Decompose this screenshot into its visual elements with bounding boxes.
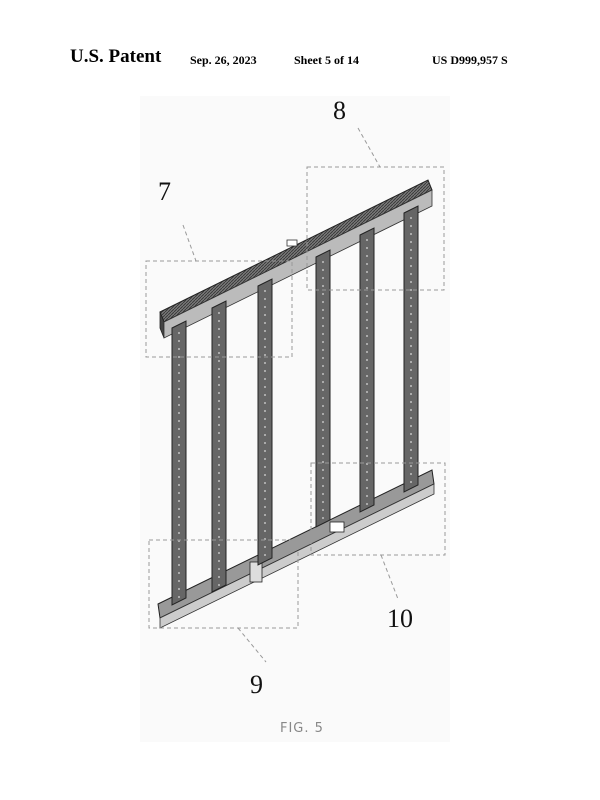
detail-boxes bbox=[145, 166, 446, 629]
detail-box-10 bbox=[310, 462, 446, 556]
patent-date: Sep. 26, 2023 bbox=[190, 53, 257, 67]
detail-box-7 bbox=[145, 260, 293, 358]
light-bar-6 bbox=[403, 205, 419, 493]
light-bar-3 bbox=[257, 278, 273, 566]
top-bar bbox=[159, 179, 433, 339]
light-bar-2 bbox=[211, 300, 227, 593]
reference-numeral-7: 7 bbox=[158, 177, 171, 206]
fig5-drawing bbox=[140, 96, 450, 742]
reference-numeral-10: 10 bbox=[387, 604, 413, 633]
light-bar-4 bbox=[315, 249, 331, 528]
patent-number: US D999,957 S bbox=[432, 53, 508, 67]
sheet-number: Sheet 5 of 14 bbox=[294, 53, 359, 67]
light-bar-5 bbox=[359, 227, 375, 513]
figure-label: FIG. 5 bbox=[280, 721, 324, 736]
patent-label: U.S. Patent bbox=[70, 46, 162, 67]
detail-box-9 bbox=[148, 539, 299, 629]
detail-box-8 bbox=[306, 166, 445, 291]
light-bar-1 bbox=[171, 320, 187, 606]
light-bars bbox=[171, 205, 419, 606]
reference-numeral-9: 9 bbox=[250, 670, 263, 699]
reference-numeral-8: 8 bbox=[333, 96, 346, 125]
leader-lines bbox=[182, 127, 399, 663]
patent-header: U.S. Patent Sep. 26, 2023 Sheet 5 of 14 … bbox=[0, 46, 600, 72]
